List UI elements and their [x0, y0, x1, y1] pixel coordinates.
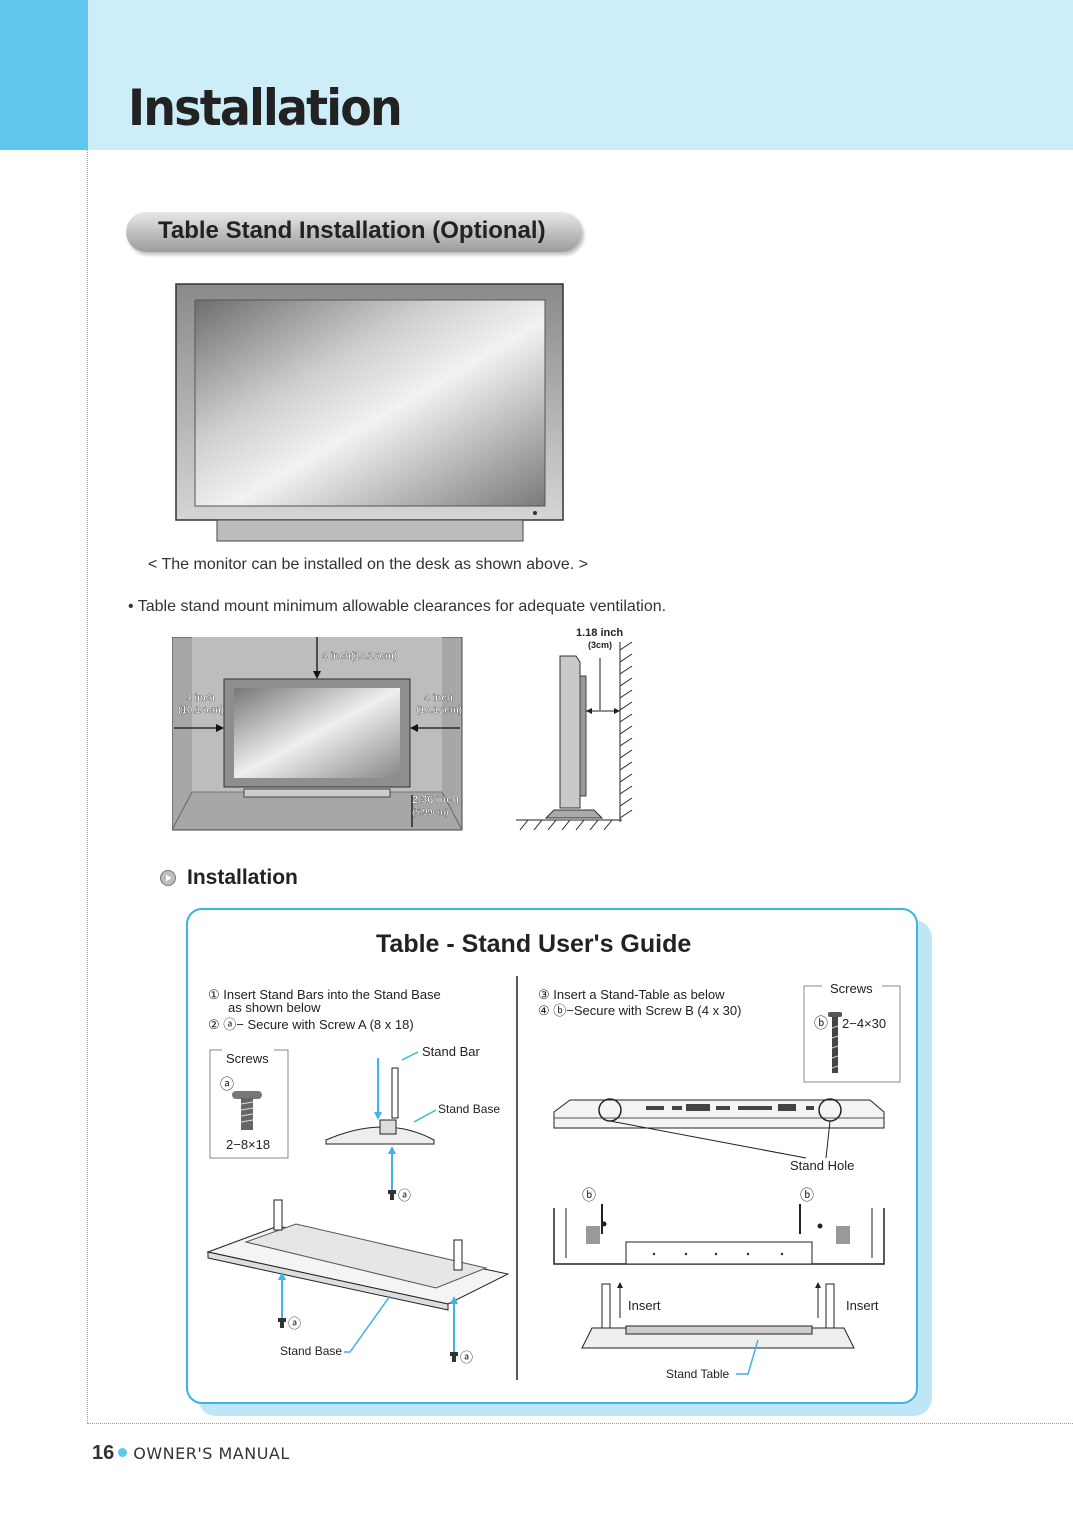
svg-text:ⓑ: ⓑ	[800, 1187, 814, 1203]
step1-line2: as shown below	[228, 1000, 321, 1015]
monitor-bottom-figure: Stand Hole	[553, 1098, 885, 1173]
svg-text:ⓑ: ⓑ	[582, 1187, 596, 1203]
screw-a-mark: ⓐ	[220, 1076, 234, 1092]
insert-right-label: Insert	[846, 1298, 879, 1313]
clearance-bottom-label-a: 2.36 inch	[412, 794, 459, 806]
monitor-stand	[216, 519, 524, 542]
header-tab	[0, 0, 88, 150]
step1-line1: ① Insert Stand Bars into the Stand Base	[208, 987, 441, 1002]
svg-text:ⓐ: ⓐ	[398, 1188, 411, 1203]
stand-bar-figure: Stand Bar Stand Base ⓐ	[325, 1044, 500, 1203]
page-title: Installation	[128, 79, 403, 137]
side-clearance-label-a: 1.18 inch	[576, 627, 623, 639]
clearance-note: • Table stand mount minimum allowable cl…	[128, 598, 667, 615]
monitor-illustration	[175, 283, 564, 542]
page-footer: 16 OWNER'S MANUAL	[92, 1442, 290, 1465]
side-clearance-label-b: (3cm)	[588, 640, 612, 650]
screw-b-mark: ⓑ	[814, 1015, 828, 1031]
guide-title: Table - Stand User's Guide	[376, 930, 691, 958]
page-number: 16	[92, 1442, 115, 1464]
stand-base-label-small: Stand Base	[438, 1102, 500, 1116]
clearance-left-label-a: 4 inch	[186, 693, 215, 704]
clearance-top-label: 4 inch(10.16cm)	[322, 651, 397, 662]
stand-base-figure: ⓐ ⓐ Stand Base	[206, 1199, 510, 1365]
screws-b-label: Screws	[830, 981, 873, 996]
screw-a-box: Screws ⓐ 2−8×18	[209, 1046, 289, 1159]
section-title: Table Stand Installation (Optional)	[158, 217, 546, 244]
stand-table-figure: Insert Insert Stand Table	[581, 1282, 879, 1381]
clearance-bottom-label-b: (5.99cm)	[412, 807, 449, 817]
clearance-right-label-b: (10.16cm)	[416, 705, 462, 716]
installation-heading-text: Installation	[187, 866, 298, 889]
step2-text: ② ⓐ− Secure with Screw A (8 x 18)	[208, 1017, 414, 1032]
figure-caption: < The monitor can be installed on the de…	[148, 556, 588, 573]
footer-dot-icon	[118, 1448, 128, 1457]
screws-a-label: Screws	[226, 1051, 269, 1066]
monitor-back-figure: ⓑ ⓑ	[553, 1187, 885, 1265]
stand-base-label-large: Stand Base	[280, 1344, 342, 1358]
monitor-screen	[194, 299, 546, 507]
stand-hole-label: Stand Hole	[790, 1158, 854, 1173]
margin-line-horizontal	[87, 1423, 1073, 1424]
guide-content: Table - Stand User's Guide ① Insert Stan…	[206, 930, 901, 1381]
section-title-pill: Table Stand Installation (Optional)	[126, 212, 582, 252]
play-bullet-icon	[160, 870, 176, 886]
svg-text:ⓐ: ⓐ	[288, 1316, 301, 1331]
screw-b-size: 2−4×30	[842, 1016, 886, 1031]
clearance-right-label-a: 4 inch	[424, 693, 453, 704]
stand-table-label: Stand Table	[666, 1367, 729, 1381]
step3-text: ③ Insert a Stand-Table as below	[538, 987, 725, 1002]
clearance-side-diagram: 1.18 inch (3cm)	[516, 627, 633, 831]
screw-b-box: Screws ⓑ 2−4×30	[803, 981, 901, 1083]
step4-text: ④ ⓑ−Secure with Screw B (4 x 30)	[538, 1003, 741, 1018]
svg-text:ⓐ: ⓐ	[460, 1350, 473, 1365]
clearance-left-label-b: (10.16cm)	[178, 705, 224, 716]
margin-line-vertical	[87, 150, 88, 1423]
insert-left-label: Insert	[628, 1298, 661, 1313]
stand-bar-label: Stand Bar	[422, 1044, 480, 1059]
footer-label: OWNER'S MANUAL	[133, 1444, 290, 1463]
clearance-front-diagram: 4 inch(10.16cm) 4 inch (10.16cm) 4 inch …	[172, 637, 463, 831]
screw-a-size: 2−8×18	[226, 1137, 270, 1152]
header-band	[0, 0, 1073, 150]
